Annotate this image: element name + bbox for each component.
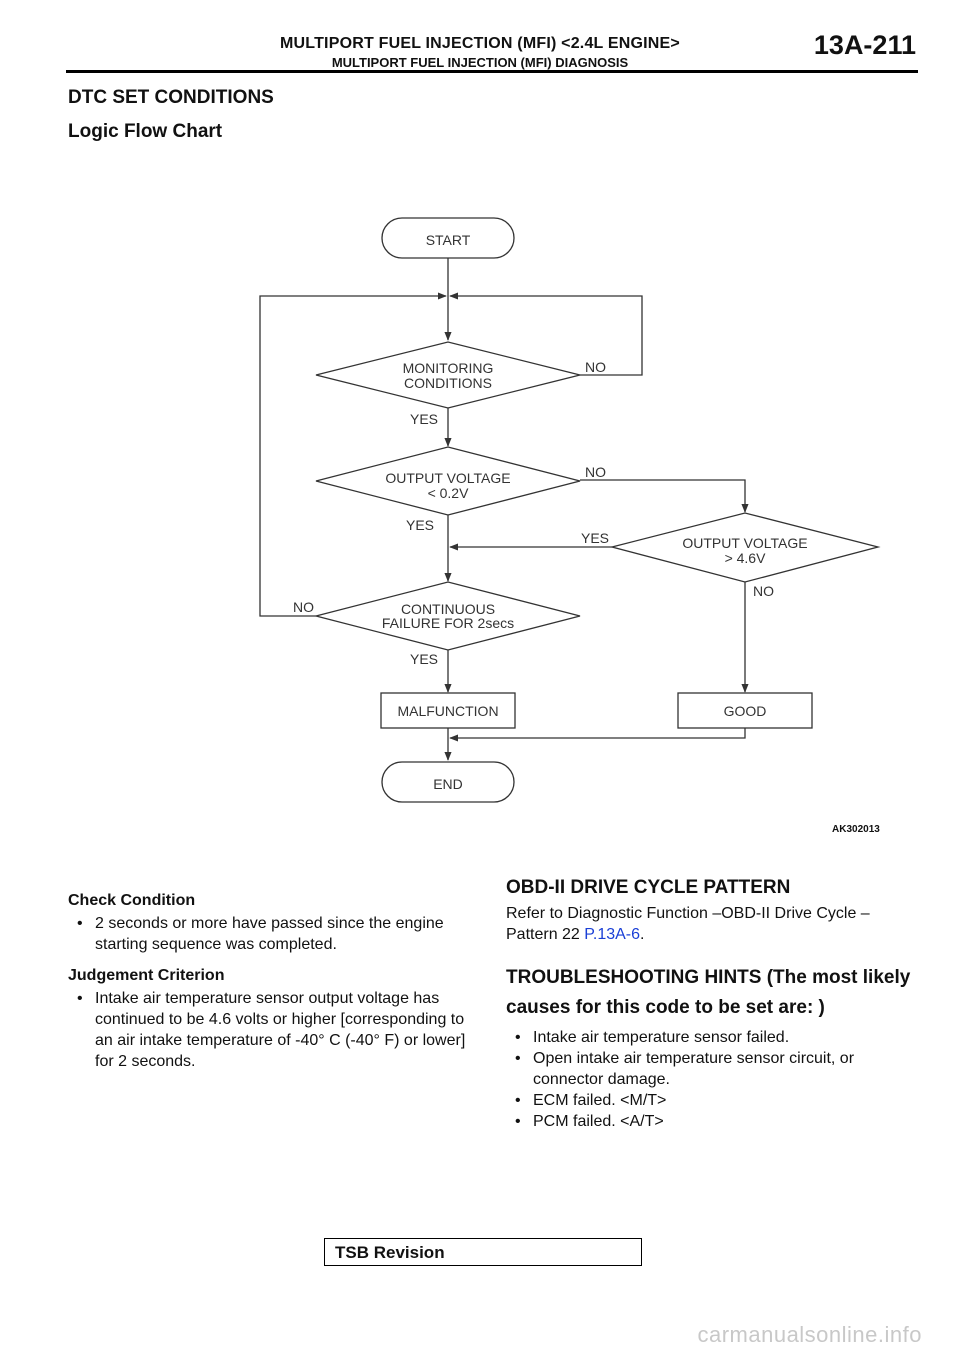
list-item: PCM failed. <A/T> [506,1111,918,1132]
troubleshooting-heading: TROUBLESHOOTING HINTS (The most likely c… [506,967,911,1018]
check-condition-list: 2 seconds or more have passed since the … [68,913,480,955]
list-item: 2 seconds or more have passed since the … [68,913,480,955]
obd-text-end: . [640,926,645,943]
edge-good-end [449,728,746,742]
start-node [381,217,515,259]
output-low-yes-label: YES [406,517,434,533]
output-voltage-low-node [315,446,581,516]
output-high-no-label: NO [753,583,774,599]
judgement-criterion-heading: Judgement Criterion [68,967,225,984]
list-item: Intake air temperature sensor failed. [506,1027,918,1048]
check-condition-heading: Check Condition [68,892,196,909]
edge-monitoring-no [449,292,643,376]
output-low-label-line2: < 0.2V [428,485,470,501]
header-subtitle: MULTIPORT FUEL INJECTION (MFI) DIAGNOSIS [331,55,629,70]
obd-text: Refer to Diagnostic Function –OBD-II Dri… [506,905,870,943]
obd-drive-cycle-text: Refer to Diagnostic Function –OBD-II Dri… [506,903,918,945]
list-item: ECM failed. <M/T> [506,1090,918,1111]
right-column: OBD-II DRIVE CYCLE PATTERN Refer to Diag… [506,873,918,1132]
output-high-label-line2: > 4.6V [725,550,767,566]
header-title: MULTIPORT FUEL INJECTION (MFI) <2.4L ENG… [280,35,680,52]
header-rule [66,70,918,73]
obd-drive-cycle-heading: OBD-II DRIVE CYCLE PATTERN [506,877,791,898]
continuous-no-label: NO [293,599,314,615]
end-label: END [433,776,463,792]
good-label: GOOD [724,703,767,719]
watermark: carmanualsonline.info [697,1322,922,1347]
logic-flow-chart: START MONITORING CONDITIONS OUTPUT VOLTA… [259,217,881,835]
output-voltage-high-node [609,512,881,583]
monitoring-label-line2: CONDITIONS [404,375,492,391]
edge-continuous-no [259,292,447,617]
continuous-yes-label: YES [410,651,438,667]
malfunction-node [380,692,516,729]
obd-page-link[interactable]: P.13A-6 [584,926,641,943]
continuous-failure-node [315,581,581,651]
malfunction-label: MALFUNCTION [397,703,498,719]
good-node [677,692,813,729]
list-item: Intake air temperature sensor output vol… [68,988,480,1072]
continuous-label-line1: CONTINUOUS [401,601,495,617]
end-node [381,761,515,803]
logic-flow-chart-heading: Logic Flow Chart [68,121,223,142]
continuous-label-line2: FAILURE FOR 2secs [382,615,514,631]
tsb-revision-box: TSB Revision [324,1238,642,1266]
figure-id: AK302013 [832,824,880,835]
monitoring-conditions-node [315,341,581,409]
list-item: Open intake air temperature sensor circu… [506,1048,918,1090]
troubleshooting-list: Intake air temperature sensor failed. Op… [506,1027,918,1132]
start-label: START [426,232,471,248]
output-low-no-label: NO [585,464,606,480]
edge-output-low-no [580,479,749,513]
page-number: 13A-211 [813,30,916,60]
left-column: Check Condition 2 seconds or more have p… [68,890,480,1072]
monitoring-yes-label: YES [410,411,438,427]
monitoring-no-label: NO [585,359,606,375]
dtc-set-conditions-heading: DTC SET CONDITIONS [68,87,274,108]
output-high-label-line1: OUTPUT VOLTAGE [682,535,807,551]
judgement-criterion-list: Intake air temperature sensor output vol… [68,988,480,1072]
output-high-yes-label: YES [581,530,609,546]
monitoring-label-line1: MONITORING [403,360,494,376]
output-low-label-line1: OUTPUT VOLTAGE [385,470,510,486]
